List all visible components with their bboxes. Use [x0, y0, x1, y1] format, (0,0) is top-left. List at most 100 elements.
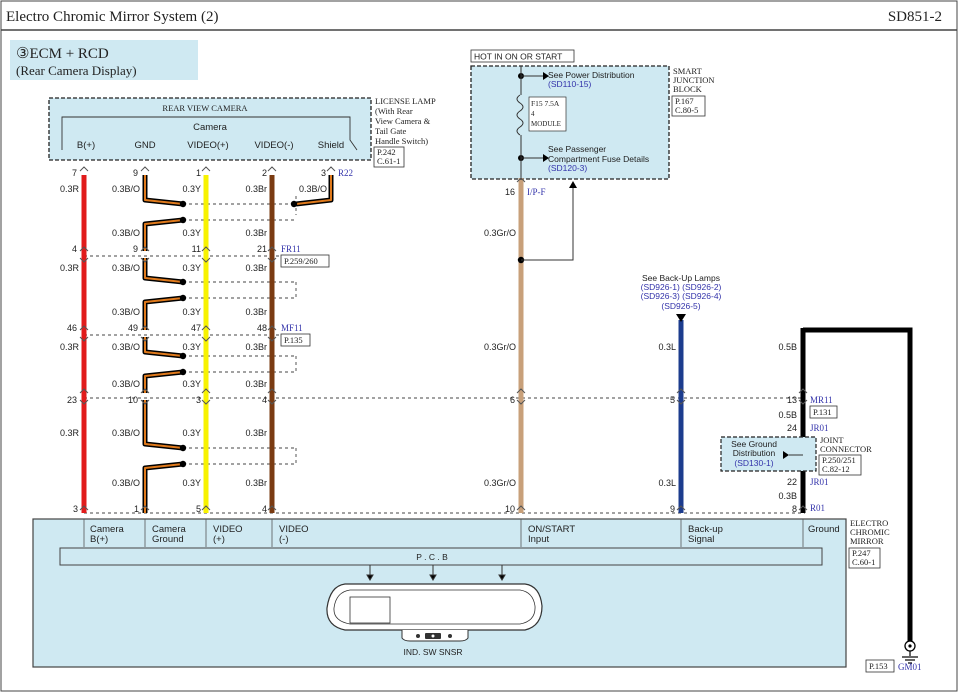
- camera-inner-label: Camera: [193, 122, 228, 133]
- section-subtitle: (Rear Camera Display): [16, 63, 137, 78]
- arrow-head-feedback: [569, 181, 577, 188]
- svg-text:9: 9: [133, 244, 138, 254]
- svg-text:6: 6: [510, 395, 515, 405]
- connector-fr11-pins: 4 9 11 21: [72, 244, 267, 254]
- svg-text:0.3Br: 0.3Br: [245, 263, 267, 273]
- svg-text:0.3Br: 0.3Br: [245, 184, 267, 194]
- camera-pin-2: 2: [262, 168, 267, 178]
- camera-pin-name-gnd: GND: [134, 140, 155, 151]
- svg-text:46: 46: [67, 323, 77, 333]
- sjb-box: [470, 65, 670, 180]
- fuse-label-2: 4: [531, 110, 535, 118]
- svg-text:0.3B/O: 0.3B/O: [112, 184, 140, 194]
- wire-labels: 0.3R 0.3B/O 0.3Y 0.3Br 0.3B/O 0.3B/O 0.3…: [60, 184, 797, 501]
- page-title: Electro Chromic Mirror System (2): [6, 9, 218, 25]
- svg-text:Handle Switch): Handle Switch): [375, 136, 428, 146]
- svg-text:Tail Gate: Tail Gate: [375, 126, 406, 136]
- svg-text:0.3R: 0.3R: [60, 184, 80, 194]
- svg-text:0.5B: 0.5B: [778, 410, 797, 420]
- svg-text:Back-up: Back-up: [688, 524, 723, 535]
- svg-text:Camera: Camera: [90, 524, 125, 535]
- svg-text:0.3B/O: 0.3B/O: [299, 184, 327, 194]
- svg-text:23: 23: [67, 395, 77, 405]
- svg-text:Signal: Signal: [688, 534, 714, 545]
- svg-text:Camera: Camera: [152, 524, 187, 535]
- svg-text:47: 47: [191, 323, 201, 333]
- fr11-ref: P.259/260: [284, 256, 318, 266]
- svg-text:21: 21: [257, 244, 267, 254]
- camera-pin-9: 9: [133, 168, 138, 178]
- sjb-connector: I/P-F: [527, 187, 546, 197]
- svg-text:Ground: Ground: [152, 534, 184, 545]
- svg-text:4: 4: [262, 395, 267, 405]
- camera-ref-box: [373, 146, 405, 168]
- sjb-passenger: See Passenger: [548, 144, 606, 154]
- svg-text:0.3Gr/O: 0.3Gr/O: [484, 342, 516, 352]
- svg-text:Ground: Ground: [808, 524, 840, 535]
- section-title: ③ECM + RCD: [16, 46, 109, 62]
- backup-arrow: [676, 314, 686, 322]
- svg-text:(With Rear: (With Rear: [375, 106, 413, 116]
- pcb-bar: [59, 547, 823, 566]
- connector-fr11: FR11: [281, 244, 301, 254]
- camera-pin-3: 3: [321, 168, 326, 178]
- svg-text:(SD926-1) (SD926-2): (SD926-1) (SD926-2): [641, 282, 722, 292]
- svg-text:10: 10: [128, 395, 138, 405]
- joint-label-1: JOINT: [820, 435, 844, 445]
- svg-text:0.3B/O: 0.3B/O: [112, 478, 140, 488]
- pcb-label: P . C . B: [416, 552, 448, 562]
- svg-text:0.3R: 0.3R: [60, 342, 80, 352]
- rear-camera-box: [48, 97, 372, 161]
- svg-text:3: 3: [73, 504, 78, 514]
- camera-pin-name-vplus: VIDEO(+): [187, 140, 228, 151]
- svg-text:0.3B/O: 0.3B/O: [112, 379, 140, 389]
- ground-ref: P.153: [869, 661, 888, 671]
- svg-text:0.3L: 0.3L: [658, 478, 676, 488]
- sjb-passenger-ref: (SD120-3): [548, 163, 587, 173]
- camera-side-label: LICENSE LAMP (With Rear View Camera & Ta…: [375, 96, 436, 146]
- svg-text:0.3Br: 0.3Br: [245, 428, 267, 438]
- svg-text:9: 9: [670, 504, 675, 514]
- sjb-passenger-2: Compartment Fuse Details: [548, 154, 649, 164]
- ground-dist-1: See Ground: [731, 439, 777, 449]
- ecm-pin-numbers: 3 1 5 4 10 9 8: [73, 504, 797, 514]
- rear-camera-title: REAR VIEW CAMERA: [162, 103, 248, 113]
- svg-text:0.3Br: 0.3Br: [245, 228, 267, 238]
- wire-ground-main: [803, 327, 913, 642]
- svg-text:0.3Y: 0.3Y: [182, 379, 201, 389]
- sjb-power-dist: See Power Distribution: [548, 70, 635, 80]
- svg-text:0.3Y: 0.3Y: [182, 263, 201, 273]
- r01-name: R01: [810, 503, 825, 513]
- svg-text:8: 8: [792, 504, 797, 514]
- svg-text:(+): (+): [213, 534, 225, 545]
- sjb-power-dist-ref: (SD110-15): [548, 79, 591, 89]
- svg-text:VIDEO: VIDEO: [213, 524, 243, 535]
- svg-text:0.3B: 0.3B: [778, 491, 797, 501]
- connector-mf11: MF11: [281, 323, 303, 333]
- joint-label-2: CONNECTOR: [820, 444, 872, 454]
- sjb-ref-box: [671, 95, 706, 117]
- section-box: [10, 40, 198, 80]
- svg-text:0.5B: 0.5B: [778, 342, 797, 352]
- camera-connector-r22: R22: [338, 168, 353, 178]
- ground-ref-box: [865, 659, 895, 673]
- svg-text:(SD926-3) (SD926-4): (SD926-3) (SD926-4): [641, 291, 722, 301]
- svg-text:0.3Y: 0.3Y: [182, 428, 201, 438]
- svg-text:(-): (-): [279, 534, 289, 545]
- svg-text:0.3B/O: 0.3B/O: [112, 228, 140, 238]
- joint-ref-2: C.82-12: [822, 464, 850, 474]
- camera-ref-2: C.61-1: [377, 156, 400, 166]
- svg-text:3: 3: [196, 395, 201, 405]
- ground-dist-2: Distribution: [733, 448, 776, 458]
- svg-text:49: 49: [128, 323, 138, 333]
- joint-ref-box: [818, 454, 862, 476]
- sjb-label-2: JUNCTION: [673, 75, 715, 85]
- svg-text:0.3Y: 0.3Y: [182, 228, 201, 238]
- svg-text:4: 4: [262, 504, 267, 514]
- jr01b-pin: 22: [787, 477, 797, 487]
- arrow-head-power: [543, 72, 549, 80]
- svg-text:0.3B/O: 0.3B/O: [112, 428, 140, 438]
- ecm-pin-dividers: [83, 519, 804, 547]
